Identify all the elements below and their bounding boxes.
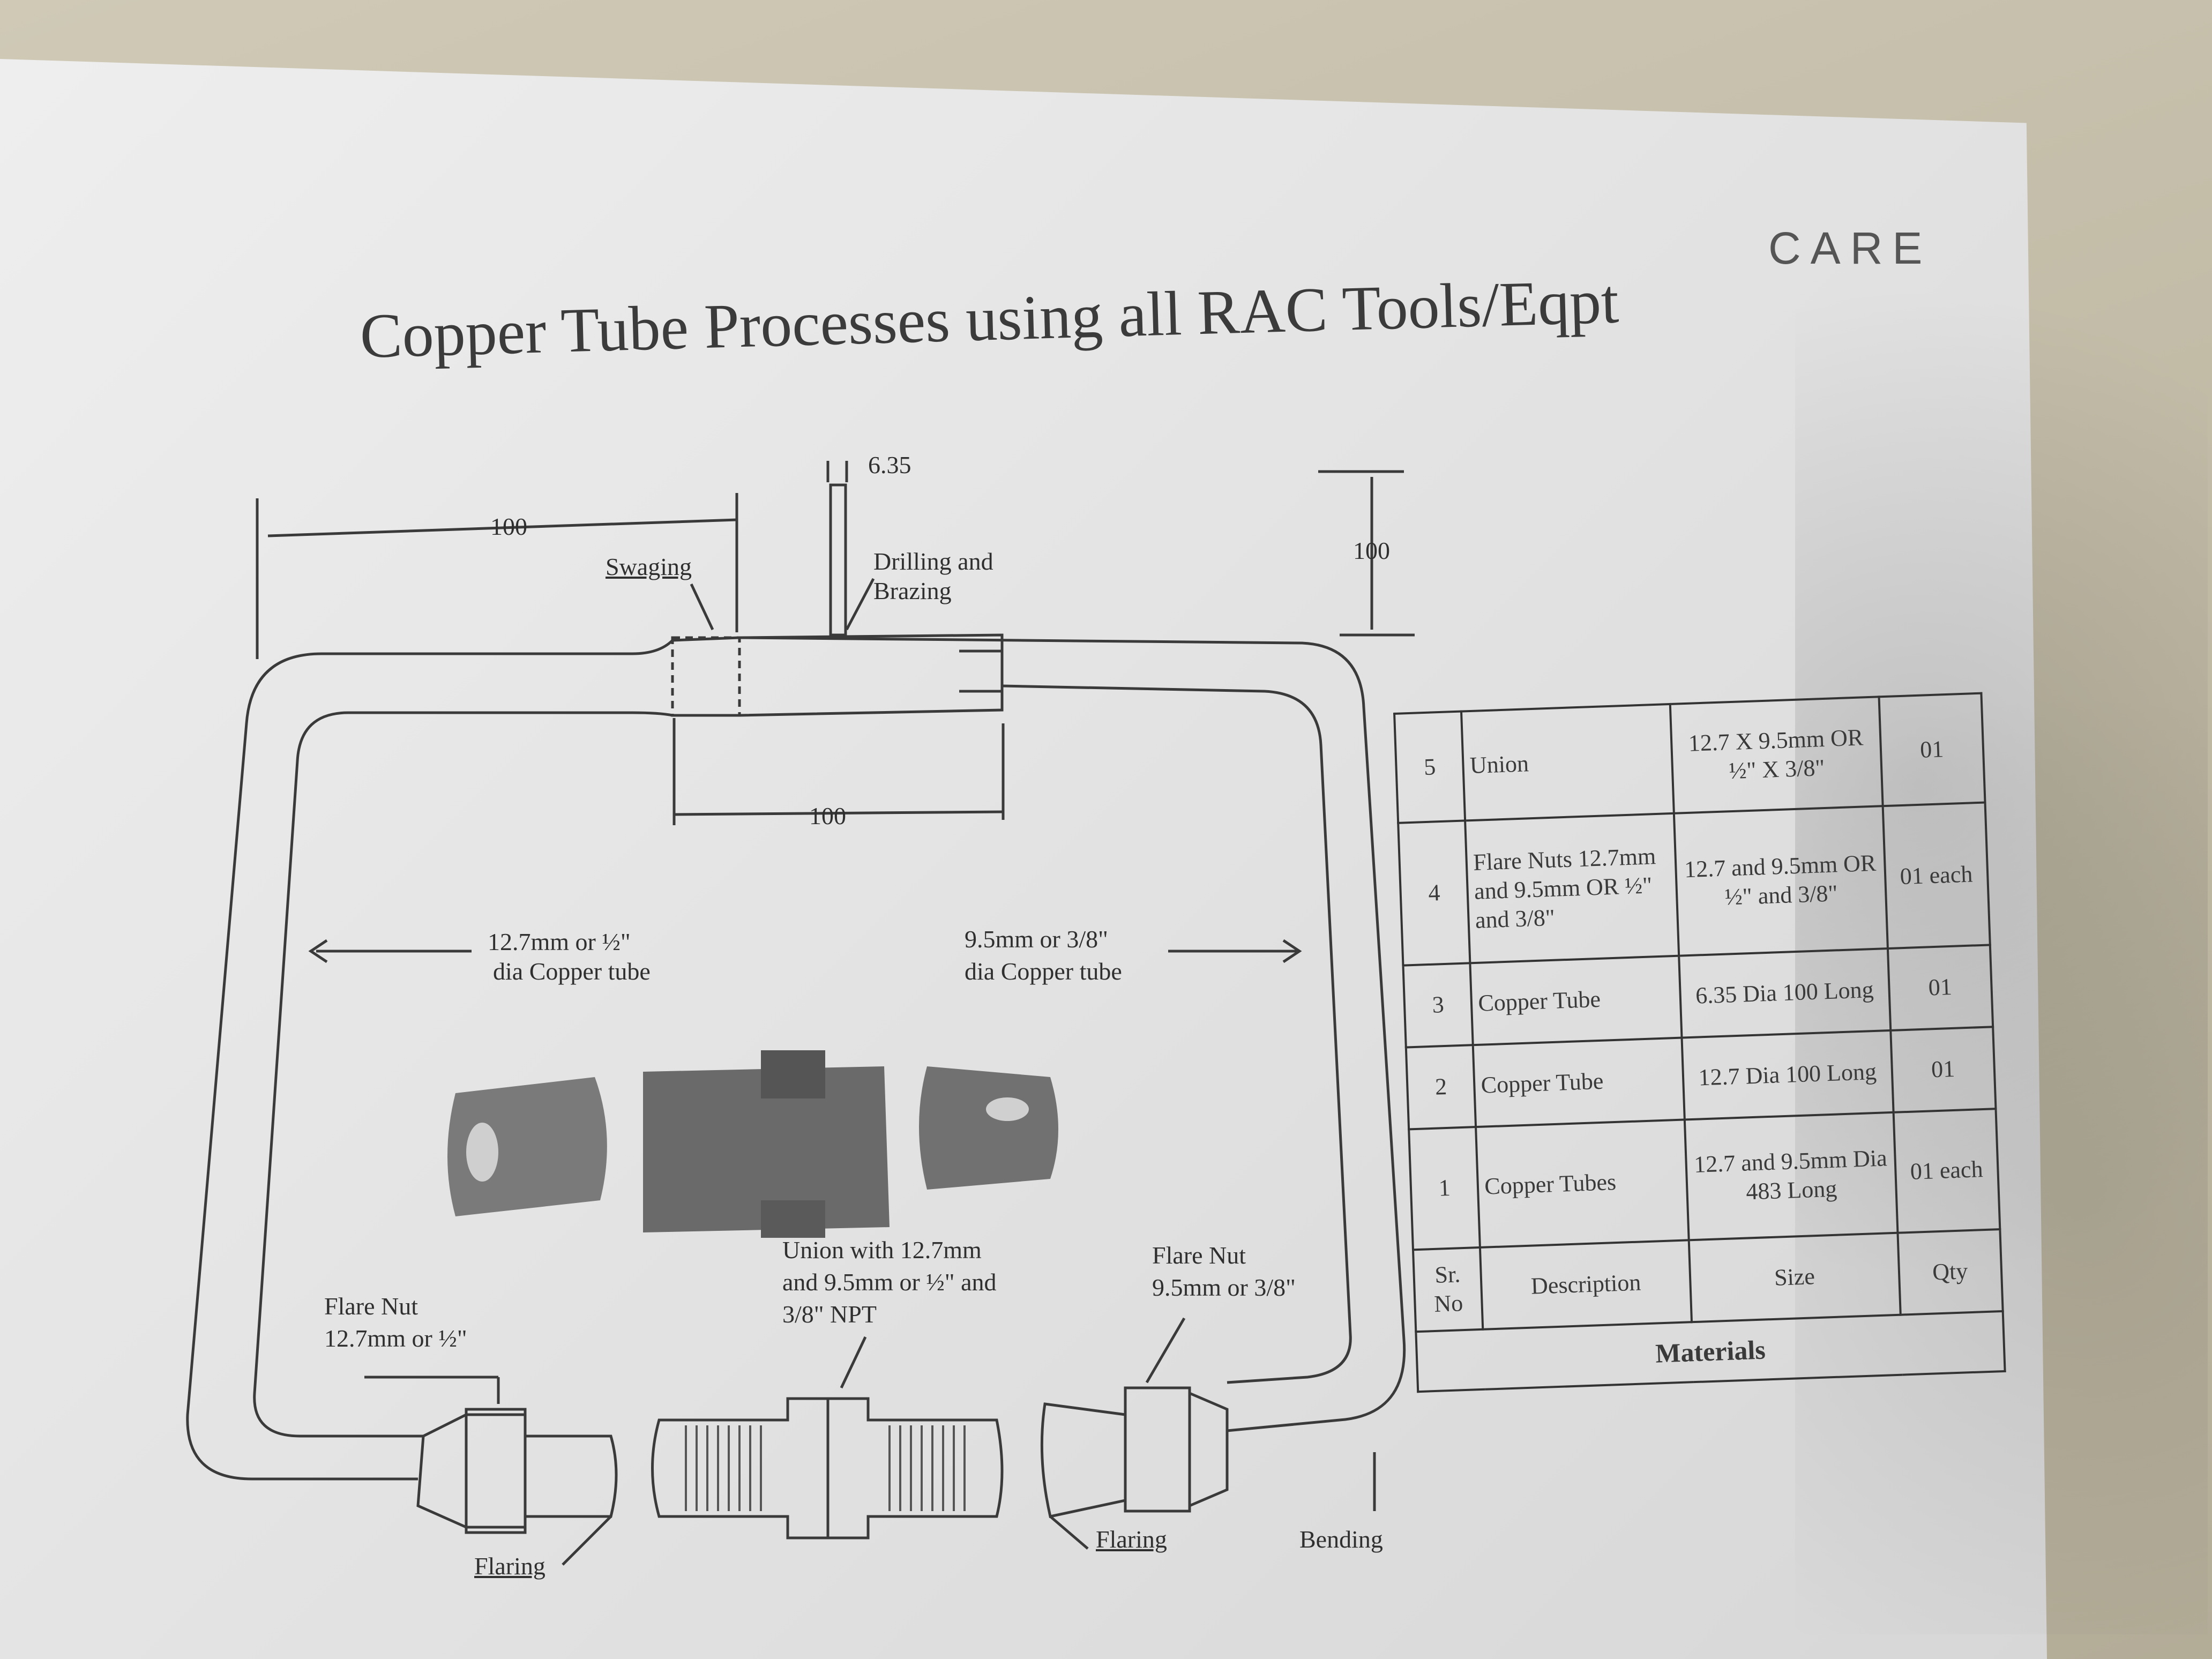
flare-right-label-2: 9.5mm or 3/8" <box>1152 1274 1296 1301</box>
table-row: 5 Union 12.7 X 9.5mm OR ½" X 3/8" 01 <box>1394 693 1985 823</box>
brazed-pipe <box>829 483 847 637</box>
sr-cell: 5 <box>1394 711 1466 823</box>
union-leader <box>840 1336 867 1389</box>
drilling-label-2: Brazing <box>873 577 952 604</box>
photo-union <box>643 1066 890 1232</box>
union-label-3: 3/8" NPT <box>782 1301 877 1328</box>
right-flare-nut-hex <box>1124 1386 1191 1513</box>
size-cell: 12.7 X 9.5mm OR ½" X 3/8" <box>1670 697 1883 814</box>
header-description: Description <box>1480 1239 1692 1329</box>
right-flare-nut-cone <box>1189 1392 1229 1507</box>
size-cell: 12.7 and 9.5mm OR ½" and 3/8" <box>1673 806 1888 956</box>
swaging-label: Swaging <box>606 553 692 580</box>
left-flare-tube <box>525 1434 618 1518</box>
table-row: 4 Flare Nuts 12.7mm and 9.5mm OR ½" and … <box>1398 802 1990 966</box>
dim-right-label: 100 <box>1353 537 1390 564</box>
materials-table: 5 Union 12.7 X 9.5mm OR ½" X 3/8" 01 4 F… <box>1393 691 2044 1398</box>
flaring-right-leader <box>1049 1515 1089 1550</box>
drilling-leader <box>845 578 875 631</box>
qty-cell: 01 each <box>1882 802 1990 948</box>
left-tube-label-2: dia Copper tube <box>493 958 651 985</box>
flare-left-label-1: Flare Nut <box>324 1292 419 1320</box>
scan-noise <box>1795 214 2208 1634</box>
swaged-section <box>671 636 741 717</box>
qty-cell: 01 each <box>1893 1109 2000 1233</box>
tube-top-section <box>739 633 1004 717</box>
flaring-left-label: Flaring <box>474 1552 545 1580</box>
union-label-2: and 9.5mm or ½" and <box>782 1268 997 1296</box>
size-cell: 12.7 Dia 100 Long <box>1682 1030 1894 1120</box>
photo-flare-nut-right <box>919 1066 1058 1190</box>
paper-sheet <box>0 59 2047 1659</box>
tube-right-inner <box>1002 684 1352 1384</box>
left-flare-nut-hex <box>465 1408 527 1534</box>
sr-cell: 2 <box>1406 1044 1476 1130</box>
swage-taper <box>632 636 740 717</box>
header-qty: Qty <box>1897 1229 2003 1315</box>
sr-cell: 1 <box>1409 1126 1481 1250</box>
drilling-label-1: Drilling and <box>873 548 993 575</box>
left-flare-nut-outline <box>416 1413 527 1529</box>
size-cell: 12.7 and 9.5mm Dia 483 Long <box>1684 1112 1897 1240</box>
description-cell: Copper Tube <box>1473 1037 1685 1127</box>
right-tube-arrowhead <box>1282 939 1302 963</box>
dim-pipe-label: 6.35 <box>868 451 911 479</box>
table-row: 1 Copper Tubes 12.7 and 9.5mm Dia 483 Lo… <box>1409 1109 2000 1250</box>
flaring-left-leader <box>562 1515 612 1566</box>
dim-bottom-line <box>675 810 1003 816</box>
fittings-photo <box>447 1050 1058 1238</box>
photo-flare-nut-left <box>447 1077 607 1216</box>
right-tube-label-1: 9.5mm or 3/8" <box>965 925 1108 953</box>
header-sr: Sr. No <box>1413 1247 1483 1332</box>
left-tube-label-1: 12.7mm or ½" <box>488 928 631 955</box>
dim-left-line <box>267 518 737 537</box>
flare-right-leader <box>1145 1317 1186 1384</box>
tube-loop-outer <box>186 652 632 1481</box>
flaring-right-label: Flaring <box>1096 1526 1167 1553</box>
description-cell: Copper Tubes <box>1476 1119 1689 1247</box>
left-tube-arrowhead <box>308 939 328 963</box>
flare-right-label-1: Flare Nut <box>1152 1242 1246 1269</box>
tube-loop-inner <box>253 711 632 1438</box>
description-cell: Flare Nuts 12.7mm and 9.5mm OR ½" and 3/… <box>1465 813 1679 963</box>
right-tube-label-2: dia Copper tube <box>965 958 1122 985</box>
sr-cell: 4 <box>1398 820 1470 966</box>
sr-cell: 3 <box>1403 962 1474 1048</box>
bending-label: Bending <box>1299 1526 1383 1553</box>
dim-bottom-label: 100 <box>809 802 846 829</box>
dim-left-label: 100 <box>490 513 527 540</box>
union-label-1: Union with 12.7mm <box>782 1236 982 1264</box>
size-cell: 6.35 Dia 100 Long <box>1679 948 1890 1038</box>
swaging-leader <box>690 583 714 631</box>
care-logo: CARE <box>1768 223 1932 273</box>
header-size: Size <box>1688 1232 1901 1322</box>
qty-cell: 01 <box>1890 1027 1996 1112</box>
right-flare-tube <box>1040 1402 1127 1518</box>
description-cell: Copper Tube <box>1470 955 1682 1045</box>
tube-right-outer <box>739 636 1406 1432</box>
qty-cell: 01 <box>1887 945 1993 1030</box>
qty-cell: 01 <box>1879 693 1985 806</box>
flare-left-label-2: 12.7mm or ½" <box>324 1325 467 1352</box>
description-cell: Union <box>1461 704 1674 821</box>
union-outline <box>651 1397 1004 1540</box>
